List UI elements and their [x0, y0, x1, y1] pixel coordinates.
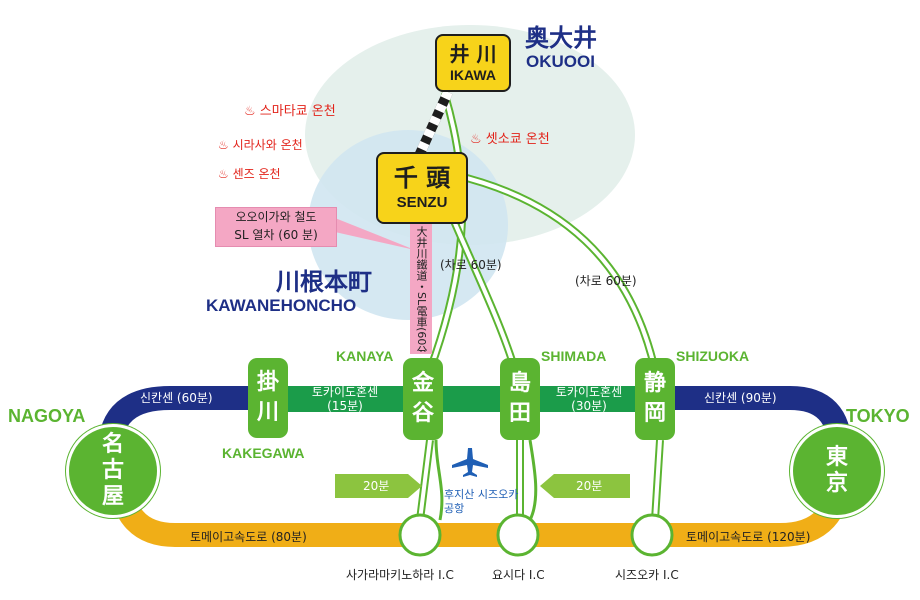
nagoya-kanji-2: 古 — [101, 458, 124, 483]
airport-label: 후지산 시즈오카 공항 — [444, 488, 518, 516]
onsen-shirasawa: ♨ 시라사와 온천 — [218, 138, 303, 152]
station-shimada: 島 田 — [500, 358, 540, 440]
tokaido-line — [270, 386, 670, 412]
car-route-shizuoka — [454, 171, 659, 371]
tokyo-kanji-1: 東 — [825, 445, 848, 470]
senzu-kanji: 千 頭 — [393, 164, 451, 192]
onsen-sessokyo: ♨ 셋소쿄 온천 — [470, 132, 550, 147]
senzu-roman: SENZU — [396, 194, 448, 211]
ikawa-roman: IKAWA — [450, 67, 496, 83]
kanaya-kanji-2: 谷 — [411, 401, 434, 426]
sl-vertical-label: 大井川鐵道・SL電車(60分) — [415, 226, 428, 352]
sl-callout: 오오이가와 철도 SL 열차 (60 분) — [215, 207, 337, 247]
shizuoka-roman: SHIZUOKA — [676, 348, 750, 364]
airport-label-line1: 후지산 시즈오카 — [444, 488, 519, 501]
hot-spring-icon: ♨ — [244, 104, 256, 119]
nagoya-kanji-3: 屋 — [101, 484, 124, 509]
station-ikawa: 井 川 IKAWA — [435, 34, 511, 92]
shimada-roman: SHIMADA — [541, 348, 607, 364]
tokaido-east-line2: (30분) — [571, 399, 607, 413]
shinkansen-line — [98, 386, 852, 451]
station-kakegawa: 掛 川 — [248, 358, 288, 438]
kakegawa-roman: KAKEGAWA — [222, 445, 305, 461]
hot-spring-icon: ♨ — [218, 167, 229, 181]
airport-arrow-left — [335, 474, 422, 498]
kawanehoncho-kanji: 川根本町 — [276, 268, 372, 296]
station-senzu: 千 頭 SENZU — [376, 152, 468, 224]
airport-right-time: 20분 — [576, 479, 603, 493]
airport-arrow-right — [540, 474, 630, 498]
okuooi-kanji: 奥大井 — [525, 24, 597, 52]
okuooi-roman: OKUOOI — [526, 52, 595, 71]
airport-label-line2: 공항 — [444, 502, 465, 515]
ic-yoshida — [496, 513, 540, 557]
city-tokyo: 東 京 — [790, 424, 884, 518]
onsen-senzu: ♨ 센즈 온천 — [218, 167, 281, 181]
shimada-kanji-1: 島 — [508, 371, 531, 396]
tokaido-west-line2: (15분) — [327, 399, 363, 413]
sl-callout-line2: SL 열차 (60 분) — [234, 228, 318, 242]
station-kanaya: 金 谷 — [403, 358, 443, 440]
shinkansen-east-label: 신칸센 (90분) — [704, 391, 777, 405]
ic-sagara — [398, 513, 442, 557]
sl-band — [410, 222, 432, 354]
tokaido-west-line1: 토카이도혼센 — [311, 385, 379, 399]
tokyo-kanji-2: 京 — [825, 471, 848, 496]
sl-callout-pointer — [335, 218, 415, 250]
hot-spring-icon: ♨ — [218, 138, 229, 152]
nagoya-roman: NAGOYA — [8, 406, 86, 426]
shinkansen-west-label: 신칸센 (60분) — [140, 391, 213, 405]
airplane-icon — [452, 448, 488, 477]
shimada-kanji-2: 田 — [508, 401, 531, 426]
ic-yoshida-label: 요시다 I.C — [492, 568, 545, 582]
shizuoka-kanji-1: 静 — [643, 371, 666, 396]
tokaido-east-label: 토카이도혼센 (30분) — [544, 385, 634, 413]
sl-callout-line1: 오오이가와 철도 — [235, 210, 317, 224]
ic-sagara-label: 사가라마키노하라 I.C — [346, 568, 454, 582]
kanaya-kanji-1: 金 — [411, 371, 434, 396]
ic-shizuoka — [630, 513, 674, 557]
car-time-shizuoka: (차로 60분) — [575, 274, 637, 288]
kakegawa-kanji-1: 掛 — [256, 370, 279, 395]
onsen-sumatakyo: ♨ 스마타쿄 온천 — [244, 104, 336, 119]
nagoya-kanji-1: 名 — [101, 432, 124, 457]
station-shizuoka: 静 岡 — [635, 358, 675, 440]
airport-left-time: 20분 — [363, 479, 390, 493]
tokaido-west-label: 토카이도혼센 (15분) — [300, 385, 390, 413]
kanaya-roman: KANAYA — [336, 348, 394, 364]
ic-links — [416, 439, 664, 521]
kawanehoncho-roman: KAWANEHONCHO — [206, 296, 357, 315]
shizuoka-kanji-2: 岡 — [643, 401, 666, 426]
tomei-east-label: 토메이고속도로 (120분) — [686, 530, 811, 544]
hot-spring-icon: ♨ — [470, 132, 482, 147]
tokyo-roman: TOKYO — [846, 406, 910, 426]
kakegawa-kanji-2: 川 — [256, 400, 279, 425]
tomei-west-label: 토메이고속도로 (80분) — [190, 530, 307, 544]
tokaido-east-line1: 토카이도혼센 — [555, 385, 623, 399]
car-time-senzu: (차로 60분) — [440, 258, 502, 272]
ikawa-kanji: 井 川 — [449, 42, 497, 66]
ic-shizuoka-label: 시즈오카 I.C — [615, 568, 679, 582]
city-nagoya: 名 古 屋 — [66, 424, 160, 518]
